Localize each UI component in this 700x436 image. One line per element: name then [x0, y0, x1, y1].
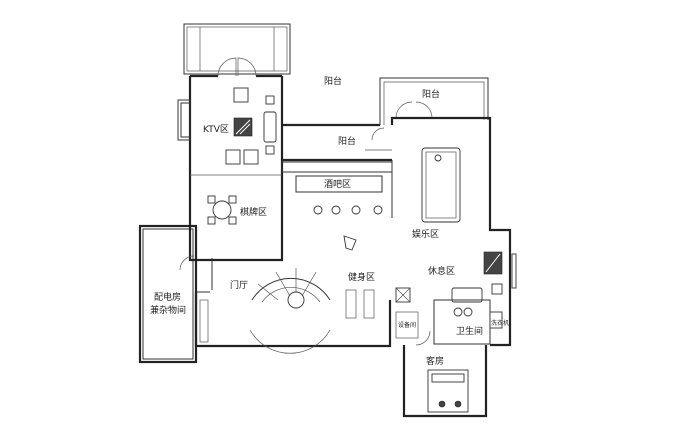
label-foyer: 门厅 — [230, 279, 248, 291]
label-equipment: 设备间 — [398, 321, 416, 329]
labels: 阳台 阳台 阳台 KTV区 酒吧区 棋牌区 娱乐区 配电房 兼杂物间 门厅 健身… — [150, 75, 509, 367]
guest-room — [402, 330, 488, 418]
bathroom — [395, 299, 503, 345]
label-chess: 棋牌区 — [240, 206, 267, 218]
label-guest-room: 客房 — [426, 355, 444, 367]
label-ktv: KTV区 — [203, 124, 229, 135]
label-balcony-mid: 阳台 — [338, 135, 356, 147]
label-bathroom: 卫生间 — [456, 325, 483, 337]
central-walls — [281, 123, 393, 173]
entertainment-walls — [390, 116, 512, 347]
label-balcony-right: 阳台 — [422, 88, 440, 100]
chess-table — [207, 195, 237, 225]
label-bar: 酒吧区 — [324, 179, 351, 190]
bar-counter — [295, 160, 393, 218]
right-balcony — [379, 77, 489, 125]
ktv-furniture — [225, 87, 277, 165]
label-power-room-1: 配电房 — [154, 291, 181, 303]
label-power-room-2: 兼杂物间 — [150, 304, 186, 316]
lower-hall — [194, 268, 392, 354]
label-entertainment: 娱乐区 — [412, 228, 439, 240]
top-portico — [183, 23, 291, 77]
gym-equipment — [343, 235, 411, 319]
foyer-door — [179, 255, 213, 290]
label-balcony-top: 阳台 — [324, 75, 342, 87]
label-lounge: 休息区 — [428, 265, 455, 277]
label-washroom: 洗衣机 — [491, 319, 509, 327]
lounge-furniture — [451, 251, 517, 303]
label-gym: 健身区 — [348, 271, 375, 283]
